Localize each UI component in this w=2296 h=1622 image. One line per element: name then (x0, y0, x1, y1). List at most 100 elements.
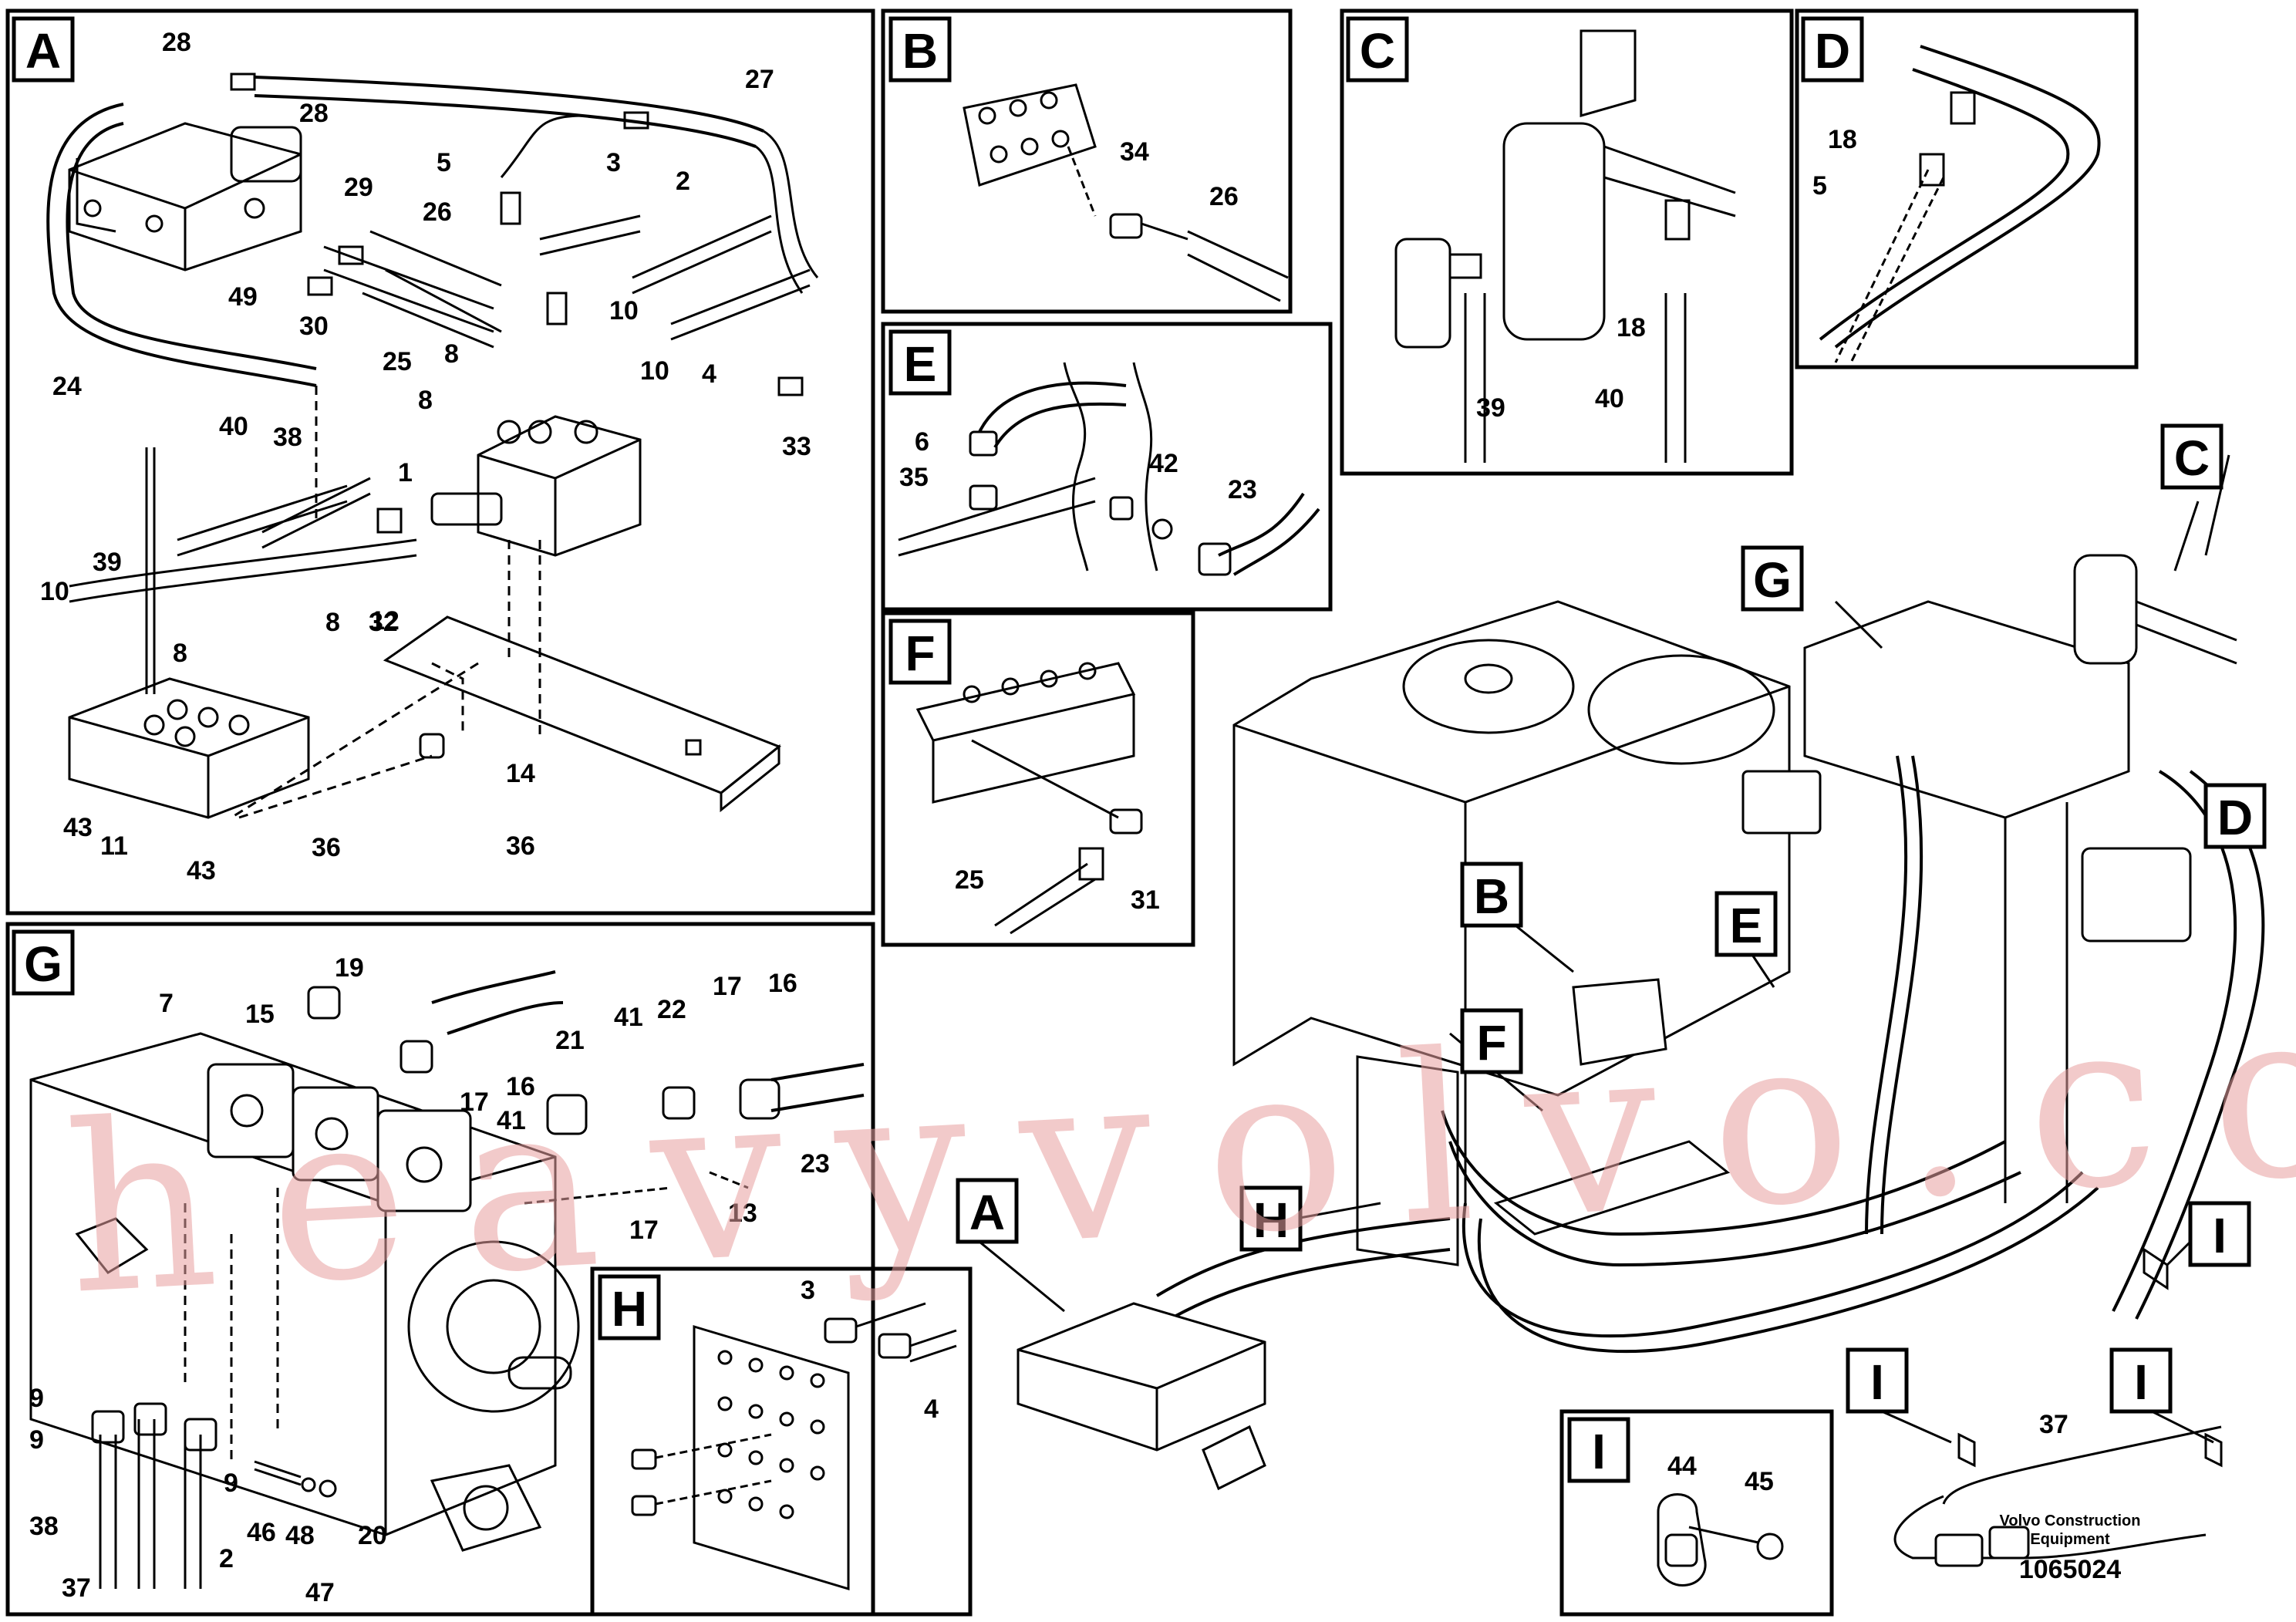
callout: 15 (245, 1000, 275, 1029)
callout: 34 (1120, 137, 1149, 167)
pointer-i-2: I (1846, 1347, 1909, 1414)
svg-text:E: E (904, 336, 937, 392)
panel-e-letter: E (888, 329, 952, 396)
callout: 37 (2039, 1410, 2068, 1439)
callout: 16 (768, 969, 797, 998)
callout: 10 (609, 296, 639, 325)
callout: 44 (1667, 1452, 1697, 1481)
svg-text:I: I (1592, 1424, 1606, 1479)
callout: 10 (640, 356, 669, 386)
callout: 9 (29, 1425, 44, 1455)
callout: 18 (1617, 313, 1646, 342)
callout: 39 (93, 548, 122, 577)
svg-text:A: A (25, 23, 61, 79)
pointer-g: G (1741, 545, 1804, 612)
svg-text:D: D (2217, 790, 2253, 845)
callout: 10 (40, 577, 69, 606)
overview-assembly (979, 454, 2265, 1567)
panel-i (1559, 1409, 1834, 1617)
callouts-panel-g: 7 15 19 17 16 21 41 22 17 16 41 23 17 13… (29, 953, 830, 1607)
pointer-f: F (1460, 1008, 1523, 1074)
panel-h (590, 1266, 973, 1617)
callout: 29 (344, 173, 373, 202)
callout: 40 (1595, 384, 1624, 413)
callout: 18 (1828, 125, 1857, 154)
callout: 13 (728, 1199, 757, 1228)
callout: 32 (369, 608, 398, 637)
callout: 40 (219, 412, 248, 441)
callout: 5 (437, 148, 451, 177)
callout: 28 (162, 28, 191, 57)
callout: 33 (782, 432, 811, 461)
callouts-panel-f: 25 31 (955, 865, 1160, 915)
callout: 26 (423, 197, 452, 227)
callout: 25 (955, 865, 984, 895)
panel-i-letter: I (1567, 1417, 1630, 1483)
callout: 3 (801, 1276, 815, 1305)
svg-text:D: D (1815, 23, 1850, 79)
callout: 30 (299, 312, 329, 341)
svg-text:A: A (969, 1185, 1005, 1240)
panel-letters: A B C D E F G H I (12, 16, 1864, 1483)
svg-text:G: G (24, 936, 62, 992)
panel-c (1340, 8, 1794, 476)
pointer-c: C (2160, 423, 2224, 490)
callouts-panel-a: 28 28 29 26 49 30 25 24 5 3 2 27 10 8 8 … (40, 28, 811, 885)
callout: 17 (629, 1216, 659, 1245)
callout: 27 (745, 65, 774, 94)
callout: 24 (52, 372, 82, 401)
panel-a-letter: A (12, 16, 75, 83)
callout: 42 (1149, 449, 1178, 478)
callout: 46 (247, 1518, 276, 1547)
callout: 31 (1131, 885, 1160, 915)
svg-text:H: H (1253, 1192, 1289, 1248)
callout: 4 (702, 359, 716, 389)
callout: 38 (273, 423, 302, 452)
panel-d (1795, 8, 2139, 369)
callout: 9 (29, 1384, 44, 1413)
panel-f-letter: F (888, 619, 952, 685)
panel-a (5, 8, 875, 916)
overview-pointers: C G D B E H F A I I I (956, 423, 2267, 1414)
callouts-panel-h: 3 4 (801, 1276, 939, 1424)
company-name: Volvo Construction (2000, 1512, 2141, 1529)
callout: 6 (915, 427, 929, 457)
pointer-h: H (1239, 1185, 1303, 1252)
callout: 8 (325, 608, 340, 637)
callout: 22 (657, 995, 686, 1024)
svg-text:F: F (1476, 1015, 1506, 1071)
callout: 2 (219, 1544, 234, 1573)
callout: 16 (506, 1072, 535, 1101)
callouts-panel-b: 34 26 (1120, 137, 1239, 211)
callout: 28 (299, 99, 329, 128)
callout: 25 (383, 347, 412, 376)
callout: 38 (29, 1512, 59, 1541)
callouts-panel-e: 6 35 42 23 (899, 427, 1257, 504)
callouts-overview: 37 (2039, 1410, 2068, 1439)
panel-c-letter: C (1346, 16, 1409, 83)
panel-f (881, 611, 1195, 947)
svg-text:F: F (905, 626, 935, 681)
panel-g-letter: G (12, 929, 75, 996)
callout: 39 (1476, 393, 1505, 423)
drawing-number: 1065024 (2019, 1555, 2121, 1584)
callouts-panel-i: 44 45 (1667, 1452, 1774, 1496)
callout: 48 (285, 1521, 315, 1550)
callout: 1 (398, 458, 413, 487)
callout: 17 (460, 1088, 489, 1117)
pointer-i-1: I (2188, 1201, 2251, 1267)
callout: 3 (606, 148, 621, 177)
svg-text:C: C (1360, 23, 1395, 79)
callout: 23 (1228, 475, 1257, 504)
callout: 8 (173, 639, 187, 668)
callout: 49 (228, 282, 258, 312)
svg-text:I: I (2213, 1208, 2227, 1263)
svg-text:B: B (1474, 868, 1509, 924)
svg-text:E: E (1730, 898, 1763, 953)
svg-text:B: B (902, 23, 938, 79)
callout: 37 (62, 1573, 91, 1603)
panel-h-letter: H (598, 1274, 661, 1340)
callout: 43 (63, 813, 93, 842)
svg-text:I: I (1870, 1354, 1884, 1410)
callout: 21 (555, 1026, 585, 1055)
